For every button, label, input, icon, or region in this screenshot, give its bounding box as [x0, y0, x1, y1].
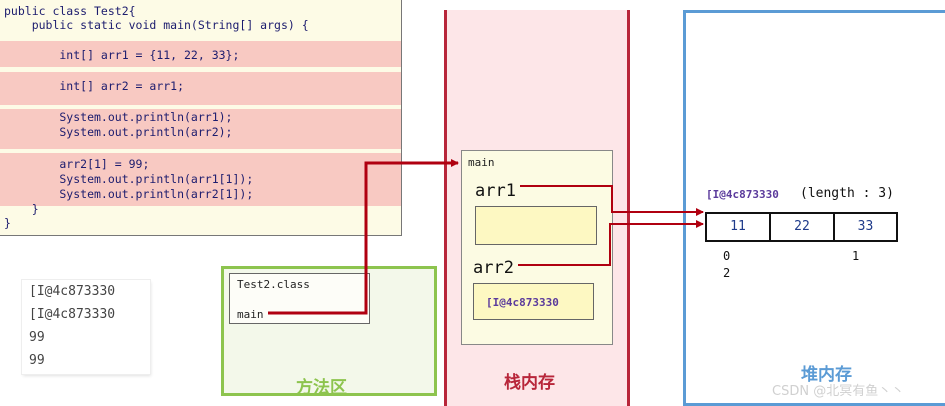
- code-line: System.out.println(arr1);: [4, 110, 233, 124]
- code-highlight: [0, 109, 401, 149]
- heap-area: [683, 10, 945, 406]
- array-length: (length : 3): [800, 186, 894, 201]
- class-box: Test2.class main: [229, 273, 370, 324]
- code-line: System.out.println(arr2);: [4, 125, 233, 139]
- code-line: System.out.println(arr1[1]);: [4, 172, 254, 186]
- arr1-to-heap-arrow: [520, 185, 704, 216]
- method-name: main: [237, 308, 264, 321]
- console-line: 99: [29, 330, 45, 345]
- code-highlight: [0, 41, 401, 67]
- var-arr2-name: arr2: [473, 258, 514, 278]
- code-highlight: [0, 153, 401, 206]
- heap-area-label: 堆内存: [801, 365, 852, 385]
- code-line: arr2[1] = 99;: [4, 157, 150, 171]
- code-panel: public class Test2{ public static void m…: [0, 0, 402, 236]
- var-arr1-name: arr1: [475, 181, 516, 201]
- code-line: System.out.println(arr2[1]);: [4, 187, 254, 201]
- array-address: [I@4c873330: [706, 188, 779, 201]
- console-line: [I@4c873330: [29, 307, 116, 322]
- array-index: 1: [852, 249, 860, 263]
- array-index: 0: [723, 249, 731, 263]
- var-arr2-slot: [I@4c873330: [473, 283, 594, 320]
- main-to-frame-arrow: [268, 159, 459, 315]
- code-line: int[] arr2 = arr1;: [4, 79, 185, 93]
- console-line: [I@4c873330: [29, 284, 116, 299]
- code-highlight: [0, 72, 401, 105]
- watermark: CSDN @北冥有鱼丶丶: [772, 384, 905, 399]
- array-index: 2: [723, 266, 731, 280]
- stack-area-label: 栈内存: [504, 373, 555, 393]
- var-arr2-value: [I@4c873330: [486, 296, 559, 309]
- arr2-to-heap-arrow: [518, 220, 704, 266]
- var-arr1-slot: [475, 206, 597, 245]
- frame-label: main: [468, 156, 495, 169]
- method-area-label: 方法区: [296, 378, 347, 398]
- code-line: }: [4, 216, 11, 230]
- console-output: [I@4c873330 [I@4c873330 99 99: [22, 280, 150, 374]
- code-line: public static void main(String[] args) {: [4, 18, 309, 32]
- class-name: Test2.class: [237, 278, 310, 291]
- array-cell: 33: [833, 212, 898, 242]
- console-line: 99: [29, 353, 45, 368]
- code-line: int[] arr1 = {11, 22, 33};: [4, 48, 240, 62]
- code-line: public class Test2{: [4, 4, 136, 18]
- code-line: }: [4, 202, 39, 216]
- main-stack-frame: main arr1 arr2 [I@4c873330: [461, 150, 613, 345]
